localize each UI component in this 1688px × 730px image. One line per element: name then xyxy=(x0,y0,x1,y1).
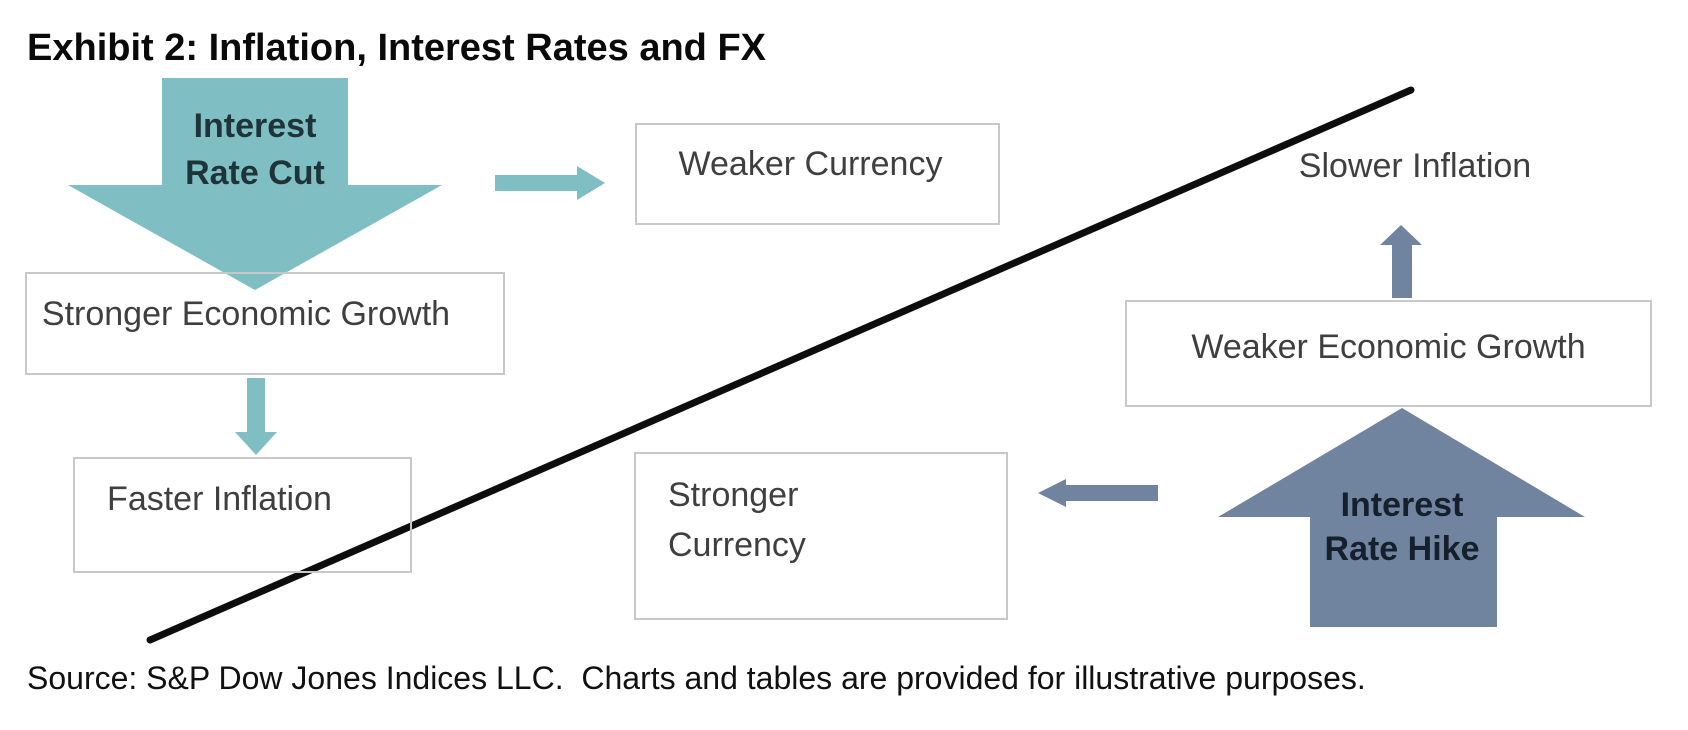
interest-rate-cut-label: Interest Rate Cut xyxy=(115,103,395,197)
interest-rate-hike-label-line2: Rate Hike xyxy=(1324,530,1480,568)
page-title: Exhibit 2: Inflation, Interest Rates and… xyxy=(27,27,766,69)
weaker-currency-label: Weaker Currency xyxy=(678,145,943,183)
weaker-currency-box: Weaker Currency xyxy=(635,123,1000,225)
interest-rate-cut-label-line2: Rate Cut xyxy=(185,154,325,192)
small-up-arrow-icon xyxy=(1380,225,1422,298)
stronger-currency-box: Stronger Currency xyxy=(634,452,1008,620)
left-arrow-icon xyxy=(1038,479,1158,507)
right-arrow-icon xyxy=(495,166,605,200)
interest-rate-cut-label-line1: Interest xyxy=(193,107,317,145)
small-down-arrow-icon xyxy=(235,378,277,455)
interest-rate-cut-big-down-arrow-icon xyxy=(68,78,442,290)
source-note: Source: S&P Dow Jones Indices LLC. Chart… xyxy=(27,660,1366,696)
slower-inflation-label: Slower Inflation xyxy=(1298,147,1532,185)
faster-inflation-box: Faster Inflation xyxy=(73,457,412,573)
stronger-economic-growth-label: Stronger Economic Growth xyxy=(41,295,451,333)
faster-inflation-label: Faster Inflation xyxy=(107,480,332,518)
interest-rate-hike-label: Interest Rate Hike xyxy=(1262,483,1542,571)
stronger-economic-growth-box: Stronger Economic Growth xyxy=(25,272,505,375)
interest-rate-hike-label-line1: Interest xyxy=(1340,486,1464,524)
weaker-economic-growth-label: Weaker Economic Growth xyxy=(1191,328,1586,366)
weaker-economic-growth-box: Weaker Economic Growth xyxy=(1125,300,1652,407)
stronger-currency-label-line1: Stronger xyxy=(668,476,799,514)
interest-rate-hike-big-up-arrow-icon xyxy=(1218,408,1585,627)
trend-line xyxy=(146,86,1415,644)
stronger-currency-label-line2: Currency xyxy=(668,526,806,564)
